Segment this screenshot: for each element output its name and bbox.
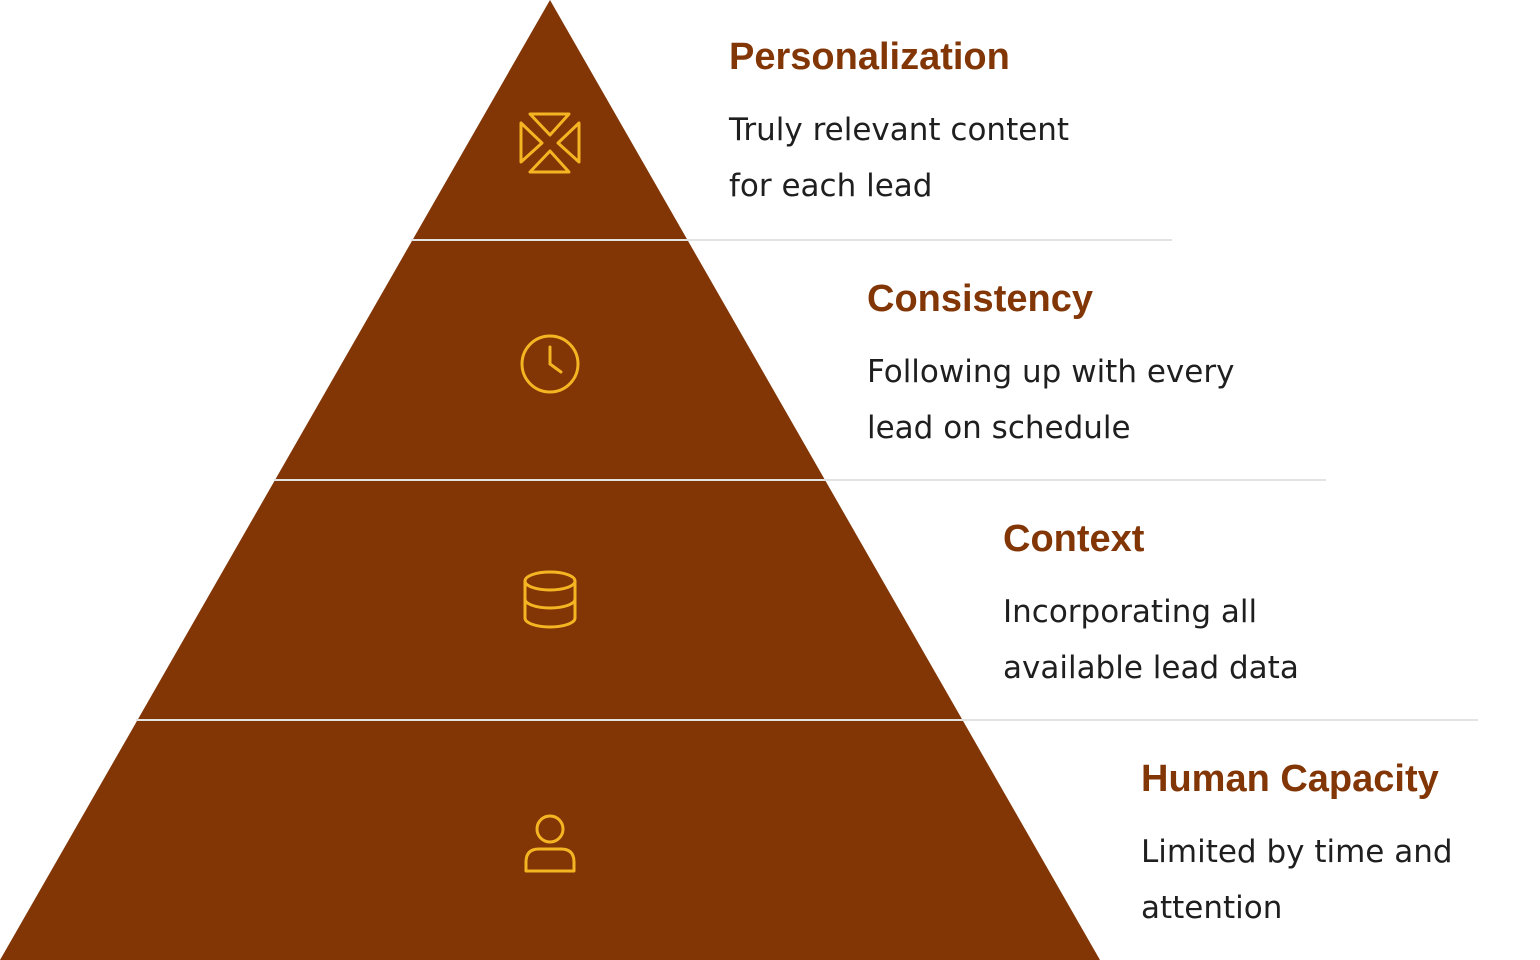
tier-context: Context Incorporating all available lead…	[1003, 516, 1299, 696]
tier-personalization: Personalization Truly relevant content f…	[729, 34, 1069, 214]
tier-description-line: Truly relevant content	[729, 112, 1070, 148]
tier-description: Truly relevant content for each lead	[729, 102, 1069, 214]
tier-consistency: Consistency Following up with every lead…	[867, 276, 1234, 456]
clock-icon	[520, 334, 580, 394]
tier-description-line: Following up with every	[867, 354, 1235, 390]
tier-description: Incorporating all available lead data	[1003, 584, 1299, 696]
tier-description-line: for each lead	[729, 168, 933, 204]
tier-description-line: Incorporating all	[1003, 594, 1258, 630]
tier-description-line: available lead data	[1003, 650, 1299, 686]
tier-title: Consistency	[867, 278, 1093, 320]
personalization-icon	[519, 112, 581, 174]
tier-description: Limited by time and attention	[1141, 824, 1453, 936]
tier-description-line: attention	[1141, 890, 1283, 926]
tier-human-capacity: Human Capacity Limited by time and atten…	[1141, 756, 1453, 936]
database-icon	[523, 570, 577, 629]
tier-description-line: Limited by time and	[1141, 834, 1453, 870]
tier-title: Personalization	[729, 36, 1010, 78]
user-icon	[524, 814, 576, 873]
tier-title: Context	[1003, 518, 1145, 560]
tier-title: Human Capacity	[1141, 758, 1439, 800]
tier-description: Following up with every lead on schedule	[867, 344, 1234, 456]
tier-description-line: lead on schedule	[867, 410, 1131, 446]
